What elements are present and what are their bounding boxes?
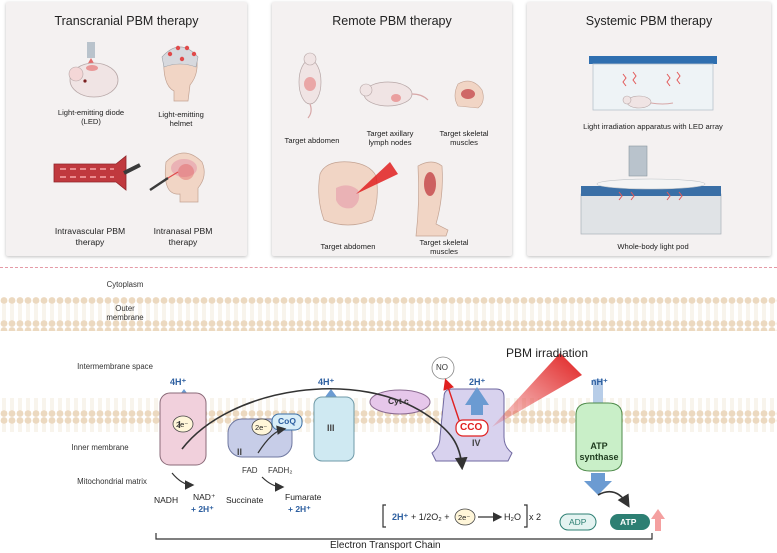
caption-helmet: Light-emitting helmet: [158, 110, 204, 129]
led-cage-illustration: [589, 56, 717, 111]
pbm-beam: [492, 353, 582, 427]
nad-label: NAD⁺: [193, 492, 216, 502]
systemic-title: Systemic PBM therapy: [585, 14, 713, 28]
label-intermembrane: Intermembrane space: [77, 362, 153, 371]
systemic-illustrations: [580, 56, 722, 235]
coq-label: CoQ: [278, 416, 296, 426]
caption-intranasal: Intranasal PBM therapy: [153, 226, 213, 247]
caption-skeletal-2: Target skeletal muscles: [419, 238, 469, 257]
atp-synthase-label: ATP synthase: [579, 441, 619, 463]
caption-light-pod: Whole-body light pod: [617, 242, 689, 251]
helmet-illustration: [161, 45, 199, 102]
cco-label: CCO: [460, 422, 483, 433]
water-eq-c: H₂O: [504, 512, 521, 522]
proton-label-iv: 2H⁺: [469, 377, 486, 387]
leg-muscle-illustration: [454, 80, 484, 109]
fad-label: FAD: [242, 466, 258, 475]
human-leg-illustration: [415, 161, 449, 237]
water-eq-d: x 2: [529, 512, 542, 522]
label-matrix: Mitochondrial matrix: [77, 477, 147, 486]
mouse-abdomen-illustration: [298, 52, 322, 119]
label-outer-membrane: Outer membrane: [106, 304, 144, 323]
complex-iii-label: III: [327, 423, 335, 433]
atp-label: ATP: [620, 517, 637, 527]
electron-iv-label: 2e⁻: [458, 513, 471, 522]
cytc-label: Cyt c: [388, 396, 409, 406]
caption-led-array: Light irradiation apparatus with LED arr…: [583, 122, 723, 131]
caption-skeletal-1: Target skeletal muscles: [439, 129, 489, 148]
fadh2-label: FADH₂: [268, 466, 293, 475]
electron-iv: [454, 508, 476, 526]
caption-axillary: Target axillary lymph nodes: [366, 129, 414, 148]
electron-ii-label: 2e⁻: [255, 423, 268, 432]
caption-led: Light-emitting diode (LED): [57, 108, 125, 127]
transcranial-title: Transcranial PBM therapy: [54, 14, 199, 28]
intranasal-illustration: [149, 152, 205, 203]
label-inner-membrane: Inner membrane: [71, 443, 129, 452]
complex-iv-label: IV: [472, 438, 481, 448]
light-pod-illustration: [580, 145, 722, 235]
water-eq-b: + 1/2O₂ +: [411, 512, 450, 522]
atp-shape: [610, 514, 650, 530]
fumarate-label: Fumarate: [285, 492, 322, 502]
water-eq-a: 2H⁺: [392, 512, 409, 522]
caption-target-abdomen-2: Target abdomen: [320, 242, 376, 251]
electron-transport-diagram: [0, 297, 777, 540]
no-label: NO: [436, 363, 448, 372]
proton-label-iii: 4H⁺: [318, 377, 335, 387]
succinate-label: Succinate: [226, 495, 264, 505]
pbm-irradiation-label: PBM irradiation: [506, 346, 589, 360]
systemic-panel: Systemic PBM therapy Light irradiation a…: [527, 2, 771, 256]
cco-box: [455, 419, 489, 437]
mouse-led-illustration: [68, 42, 119, 98]
fumarate-h-label: + 2H⁺: [288, 504, 311, 514]
remote-panel: Remote PBM therapy: [272, 2, 512, 256]
transcranial-panel: Transcranial PBM therapy: [6, 2, 247, 256]
mouse-lymph-illustration: [359, 81, 429, 107]
remote-title: Remote PBM therapy: [332, 14, 452, 28]
section-divider: [0, 267, 777, 268]
transcranial-illustrations: [53, 42, 205, 203]
complex-i-label: I: [178, 420, 181, 431]
electron-i: [172, 415, 194, 433]
electron-i-label: 2e⁻: [176, 420, 188, 429]
adp-shape: [559, 513, 597, 531]
label-cytoplasm: Cytoplasm: [106, 280, 144, 289]
human-abdomen-illustration: [318, 161, 398, 226]
caption-target-abdomen-1: Target abdomen: [284, 136, 340, 145]
nadh-label: NADH: [154, 495, 179, 505]
nad-h-label: + 2H⁺: [191, 504, 214, 514]
complex-ii-label: II: [237, 447, 243, 457]
adp-label: ADP: [569, 517, 587, 527]
electron-ii: [251, 418, 273, 436]
proton-label-i: 4H⁺: [170, 377, 187, 387]
outer-membrane: [0, 297, 777, 331]
proton-label-atp: nH⁺: [591, 377, 608, 387]
atp-synthase: [575, 402, 623, 472]
complex-iii: [313, 396, 355, 462]
etc-label: Electron Transport Chain: [330, 540, 441, 551]
no-circle: [431, 356, 455, 380]
intravascular-illustration: [53, 155, 141, 191]
caption-intravascular: Intravascular PBM therapy: [54, 226, 126, 247]
remote-illustrations: [298, 52, 484, 237]
electron-i-text: 2e⁻: [176, 420, 189, 429]
